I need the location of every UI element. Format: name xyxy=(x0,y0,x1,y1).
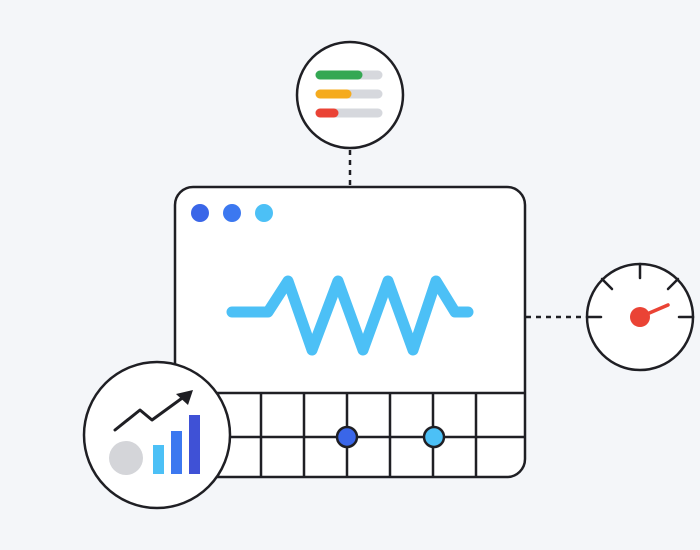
window-dot-1 xyxy=(191,204,209,222)
grid-node-dark xyxy=(335,425,359,449)
window-dot-2 xyxy=(223,204,241,222)
growth-chart-icon xyxy=(82,360,232,510)
window-dot-3 xyxy=(255,204,273,222)
window-frame xyxy=(173,185,527,479)
browser-window-icon xyxy=(173,185,527,479)
grey-circle xyxy=(109,441,143,475)
bar-3 xyxy=(189,415,200,474)
bar-1 xyxy=(153,445,164,474)
gauge-ticks xyxy=(585,262,695,319)
growth-bubble xyxy=(82,360,232,510)
bar-2 xyxy=(171,431,182,474)
gauge-hub xyxy=(630,307,650,327)
waveform-line xyxy=(226,275,474,356)
window-grid xyxy=(175,391,525,477)
grid-node-light xyxy=(422,425,446,449)
trend-line xyxy=(113,394,187,432)
status-bars-icon xyxy=(295,40,405,150)
trend-arrowhead xyxy=(176,390,193,405)
speedometer-gauge-icon xyxy=(585,262,695,372)
